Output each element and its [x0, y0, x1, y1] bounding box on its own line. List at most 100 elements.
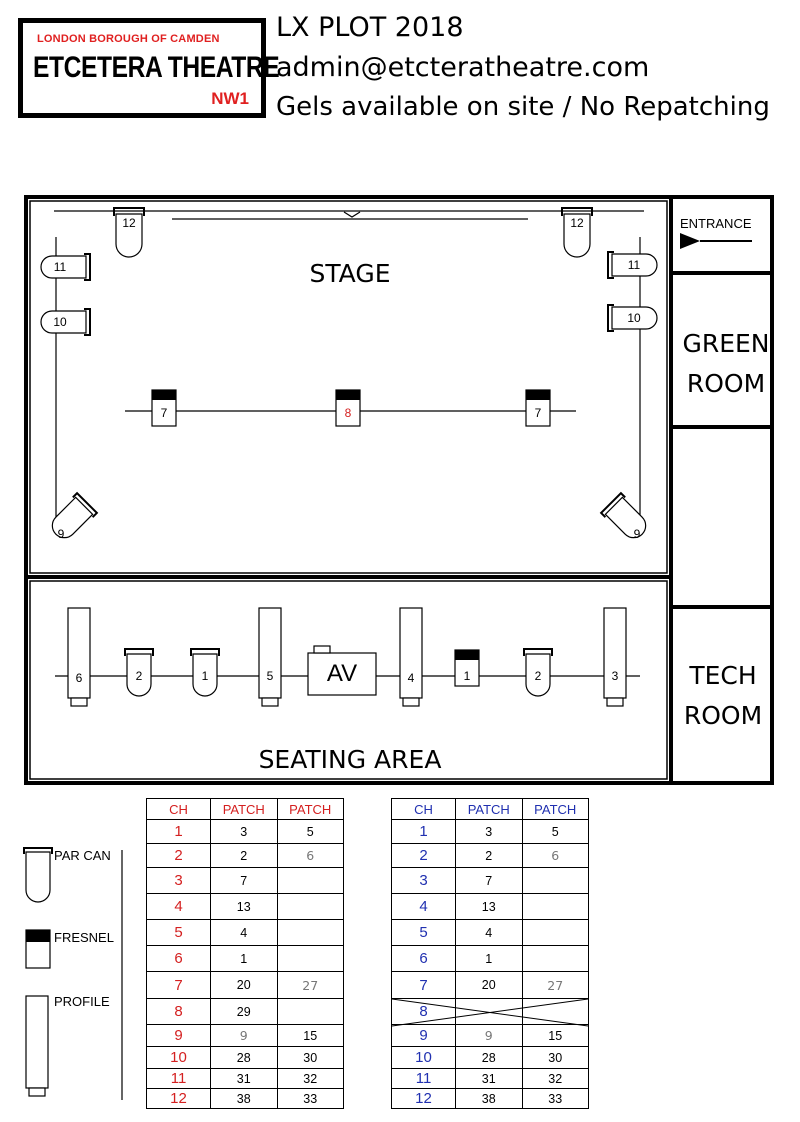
parcan-10-left	[40, 308, 91, 336]
channel-cell: 12	[390, 1088, 457, 1109]
patch-cell: 1	[210, 945, 278, 972]
channel-cell: 12	[145, 1088, 212, 1109]
patch-cell: 28	[210, 1046, 278, 1069]
column-header: PATCH	[455, 798, 523, 820]
table-row: 8	[390, 998, 589, 1025]
stage-inner-frame	[29, 200, 668, 574]
patch-cell	[276, 998, 344, 1025]
channel-cell: 6	[390, 945, 457, 972]
contact-email: admin@etcteratheatre.com	[276, 52, 650, 83]
patch-cell: 29	[210, 998, 278, 1025]
parcan-12-left	[113, 207, 145, 258]
legend-par-can-icon	[23, 847, 53, 903]
green-room-label: GREEN ROOM	[682, 329, 770, 398]
fixture-label: 4	[407, 671, 415, 685]
fixture-label: 10	[627, 311, 641, 325]
profile-6	[67, 607, 91, 707]
channel-cell: 10	[145, 1046, 212, 1069]
parcan-11-right	[607, 251, 658, 279]
parcan-9-left	[51, 491, 99, 539]
tech-room-label: TECH ROOM	[683, 661, 763, 730]
patch-cell	[276, 919, 344, 946]
patch-cell: 20	[210, 971, 278, 999]
patch-cell: 6	[521, 843, 589, 868]
patch-cell	[521, 919, 589, 946]
column-header: CH	[145, 798, 212, 820]
stage-label: STAGE	[309, 259, 391, 288]
patch-cell	[521, 945, 589, 972]
patch-cell: 13	[210, 893, 278, 920]
column-header: PATCH	[210, 798, 278, 820]
column-header: PATCH	[521, 798, 589, 820]
channel-cell: 2	[390, 843, 457, 868]
fixture-label: 1	[201, 669, 209, 683]
patch-cell	[276, 893, 344, 920]
parcan-10-right	[607, 304, 658, 332]
patch-cell: 7	[455, 867, 523, 894]
seating-inner-frame	[29, 580, 668, 780]
patch-cell: 33	[276, 1088, 344, 1109]
fixture-label: 10	[53, 315, 67, 329]
logo-theatre-name: ETCETERA THEATRE	[33, 51, 280, 84]
channel-cell: 4	[145, 893, 212, 920]
parcan-1-seating	[190, 648, 220, 697]
patch-cell	[455, 998, 523, 1025]
patch-cell: 27	[276, 971, 344, 999]
channel-cell: 2	[145, 843, 212, 868]
patch-cell: 27	[521, 971, 589, 999]
patch-cell: 28	[455, 1046, 523, 1069]
profile-3	[603, 607, 627, 707]
table-header-row: CH PATCH PATCH	[390, 798, 589, 820]
channel-cell: 6	[145, 945, 212, 972]
patch-cell: 4	[455, 919, 523, 946]
fixture-label: 7	[160, 406, 168, 420]
patch-cell: 20	[455, 971, 523, 999]
fixture-label: 7	[534, 406, 542, 420]
channel-cell: 11	[145, 1068, 212, 1089]
fixture-label: 6	[75, 671, 83, 685]
channel-cell: 1	[390, 819, 457, 844]
patch-cell: 9	[455, 1024, 523, 1047]
fixture-label: 5	[266, 669, 274, 683]
channel-cell: 8	[145, 998, 212, 1025]
patch-cell: 32	[521, 1068, 589, 1089]
fresnel-7-right	[525, 389, 551, 427]
legend-par-can-label: PAR CAN	[54, 848, 111, 863]
parcan-12-right	[561, 207, 593, 258]
legend-profile-label: PROFILE	[54, 994, 110, 1009]
fresnel-1-seating	[454, 649, 480, 687]
patch-cell: 38	[455, 1088, 523, 1109]
fixture-label: 2	[534, 669, 542, 683]
channel-cell: 9	[390, 1024, 457, 1047]
plot-note: Gels available on site / No Repatching	[276, 92, 770, 122]
patch-cell: 4	[210, 919, 278, 946]
legend-fresnel-icon	[25, 929, 51, 969]
patch-cell: 13	[455, 893, 523, 920]
patch-cell: 15	[521, 1024, 589, 1047]
channel-cell: 8	[390, 998, 457, 1025]
parcan-11-left	[40, 253, 91, 281]
patch-cell: 3	[455, 819, 523, 844]
patch-cell: 5	[276, 819, 344, 844]
fixture-label: 9	[633, 527, 641, 541]
patch-cell: 15	[276, 1024, 344, 1047]
legend-fresnel-label: FRESNEL	[54, 930, 114, 945]
fresnel-8-center	[335, 389, 361, 427]
parcan-2-seating-right	[523, 648, 553, 697]
